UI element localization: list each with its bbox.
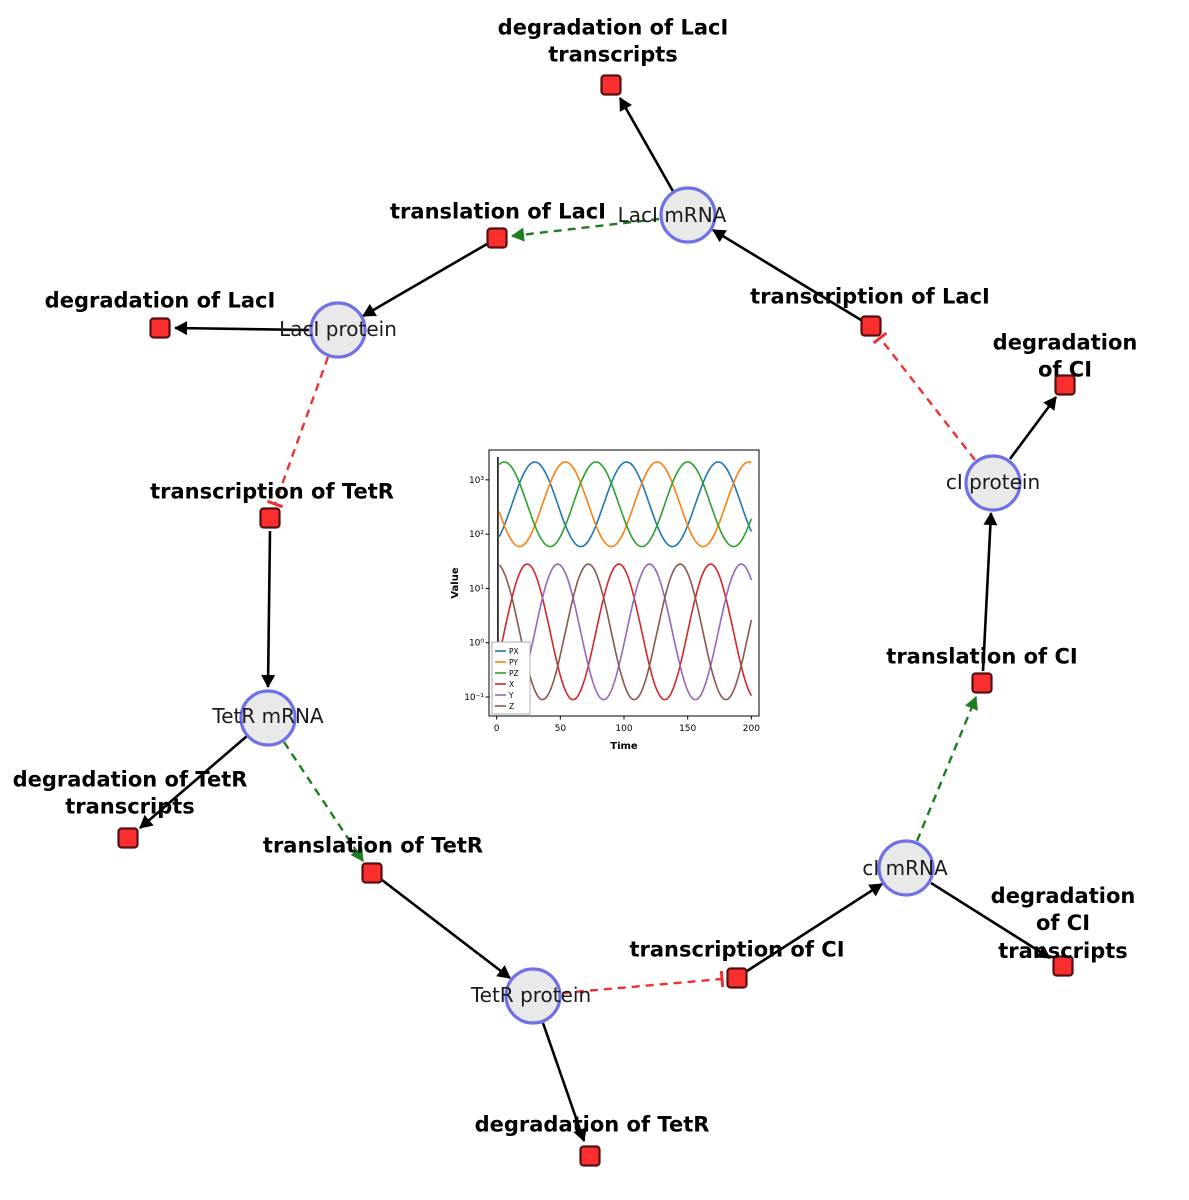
reaction-node-degradation-of-cI — [1054, 374, 1076, 396]
reaction-node-degradation-of-lacI-transcripts — [600, 74, 622, 96]
species-node-cI-mRNA — [877, 839, 935, 897]
legend-label-X: X — [509, 680, 514, 689]
edge-lacI-protein-to-degradation-of-lacI — [174, 321, 310, 336]
legend-label-PY: PY — [509, 658, 518, 667]
y-tick-label: 10⁻¹ — [464, 693, 484, 703]
label-lacI-protein: LacI protein — [279, 317, 397, 341]
edge-transcription-of-lacI-to-lacI-mRNA — [712, 228, 862, 322]
edge-transcription-of-cI-to-cI-mRNA — [746, 882, 883, 973]
series-Z — [498, 563, 753, 701]
species-node-cI-protein — [964, 454, 1022, 512]
label-degradation-of-lacI-transcripts: degradation of LacI transcripts — [497, 15, 729, 67]
reaction-node-degradation-of-tetR-transcripts — [117, 827, 139, 849]
edge-lacI-mRNA-to-translation-of-lacI — [511, 217, 660, 242]
species-node-lacI-mRNA — [659, 186, 717, 244]
edge-cI-protein-inhibits-transcription-of-lacI — [872, 331, 976, 461]
y-tick-label: 10² — [469, 530, 484, 540]
y-tick-label: 10³ — [469, 476, 484, 486]
x-axis-label: Time — [610, 741, 638, 752]
species-node-lacI-protein — [309, 301, 367, 359]
label-transcription-of-cI: transcription of CI — [629, 937, 845, 962]
legend-label-Y: Y — [508, 691, 514, 700]
edge-translation-of-tetR-to-tetR-protein — [381, 878, 511, 980]
y-tick-label: 10⁰ — [469, 639, 484, 649]
series-PX — [498, 461, 753, 548]
label-translation-of-lacI: translation of LacI — [390, 199, 606, 224]
legend-label-Z: Z — [509, 702, 514, 711]
x-tick-label: 200 — [743, 724, 760, 734]
edge-cI-protein-to-degradation-of-cI — [1008, 396, 1058, 460]
legend-label-PX: PX — [509, 647, 519, 656]
reaction-node-transcription-of-lacI — [860, 315, 882, 337]
edge-transcription-of-tetR-to-tetR-mRNA — [261, 530, 276, 688]
edge-lacI-mRNA-to-degradation-of-lacI-transcripts — [618, 97, 676, 194]
species-node-tetR-protein — [504, 967, 562, 1025]
series-PY — [498, 461, 752, 548]
series-X — [498, 563, 753, 701]
chart-legend — [491, 641, 531, 715]
series-PZ — [498, 461, 753, 548]
label-tetR-mRNA: TetR mRNA — [212, 704, 324, 728]
reaction-node-translation-of-tetR — [361, 862, 383, 884]
edge-tetR-mRNA-to-translation-of-tetR — [283, 741, 364, 862]
label-transcription-of-lacI: transcription of LacI — [750, 284, 990, 309]
label-degradation-of-cI-transcripts: degradation of CI transcripts — [990, 884, 1136, 963]
edge-tetR-protein-inhibits-transcription-of-cI — [561, 970, 725, 995]
label-degradation-of-lacI: degradation of LacI — [44, 288, 276, 313]
reaction-node-transcription-of-tetR — [259, 507, 281, 529]
label-degradation-of-tetR-transcripts: degradation of TetR transcripts — [12, 767, 248, 819]
label-degradation-of-cI: degradation of CI — [992, 330, 1138, 382]
reaction-node-degradation-of-cI-transcripts — [1052, 955, 1074, 977]
edge-lacI-protein-inhibits-transcription-of-tetR — [266, 356, 330, 509]
species-node-tetR-mRNA — [239, 689, 297, 747]
edge-tetR-mRNA-to-degradation-of-tetR-transcripts — [139, 735, 248, 829]
reaction-node-translation-of-cI — [971, 672, 993, 694]
edge-cI-mRNA-to-degradation-of-cI-transcripts — [930, 881, 1051, 960]
label-cI-mRNA: cI mRNA — [862, 856, 948, 880]
reaction-node-degradation-of-lacI — [149, 317, 171, 339]
y-axis-label: Value — [450, 567, 461, 598]
x-tick-label: 100 — [615, 724, 632, 734]
label-transcription-of-tetR: transcription of TetR — [150, 479, 394, 504]
label-translation-of-cI: translation of CI — [886, 644, 1078, 669]
edge-tetR-protein-to-degradation-of-tetR — [541, 1022, 587, 1142]
edge-translation-of-lacI-to-lacI-protein — [362, 242, 488, 318]
label-degradation-of-tetR: degradation of TetR — [474, 1112, 710, 1137]
label-cI-protein: cI protein — [945, 470, 1041, 494]
reaction-node-translation-of-lacI — [486, 227, 508, 249]
x-tick-label: 0 — [494, 724, 500, 734]
edge-translation-of-cI-to-cI-protein — [981, 512, 998, 672]
label-tetR-protein: TetR protein — [470, 983, 592, 1007]
label-translation-of-tetR: translation of TetR — [262, 833, 484, 858]
reaction-node-degradation-of-tetR — [579, 1145, 601, 1167]
label-lacI-mRNA: LacI mRNA — [617, 203, 727, 227]
y-tick-label: 10¹ — [469, 584, 484, 594]
edge-cI-mRNA-to-translation-of-cI — [915, 696, 978, 842]
x-tick-label: 150 — [679, 724, 696, 734]
reaction-node-transcription-of-cI — [726, 967, 748, 989]
x-tick-label: 50 — [555, 724, 567, 734]
series-Y — [498, 563, 753, 701]
legend-label-PZ: PZ — [509, 669, 519, 678]
